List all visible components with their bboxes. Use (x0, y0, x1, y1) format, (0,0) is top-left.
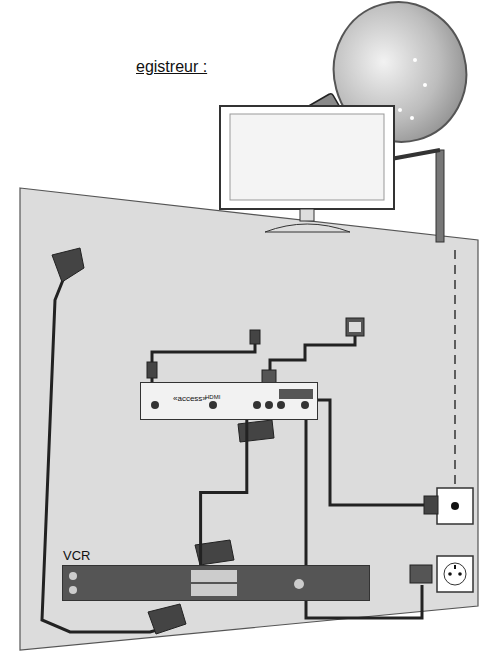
scart-cable (201, 420, 247, 565)
device-label: VCR (63, 548, 90, 563)
power-outlet (437, 556, 473, 592)
vcr-box: VCR (62, 565, 370, 601)
satellite-cable (454, 250, 456, 488)
satellite-socket (437, 488, 473, 524)
mast (436, 150, 444, 242)
receiver-jacks (141, 383, 319, 421)
plugs (52, 248, 438, 634)
television (220, 106, 394, 232)
receiver-box: «access» (140, 382, 318, 420)
brand-label: «access» (173, 394, 207, 403)
cables (42, 275, 437, 632)
port-label: HDMI (205, 394, 220, 400)
section-heading: egistreur : (136, 58, 207, 76)
vcr-jacks (63, 566, 371, 602)
wall (20, 188, 478, 650)
